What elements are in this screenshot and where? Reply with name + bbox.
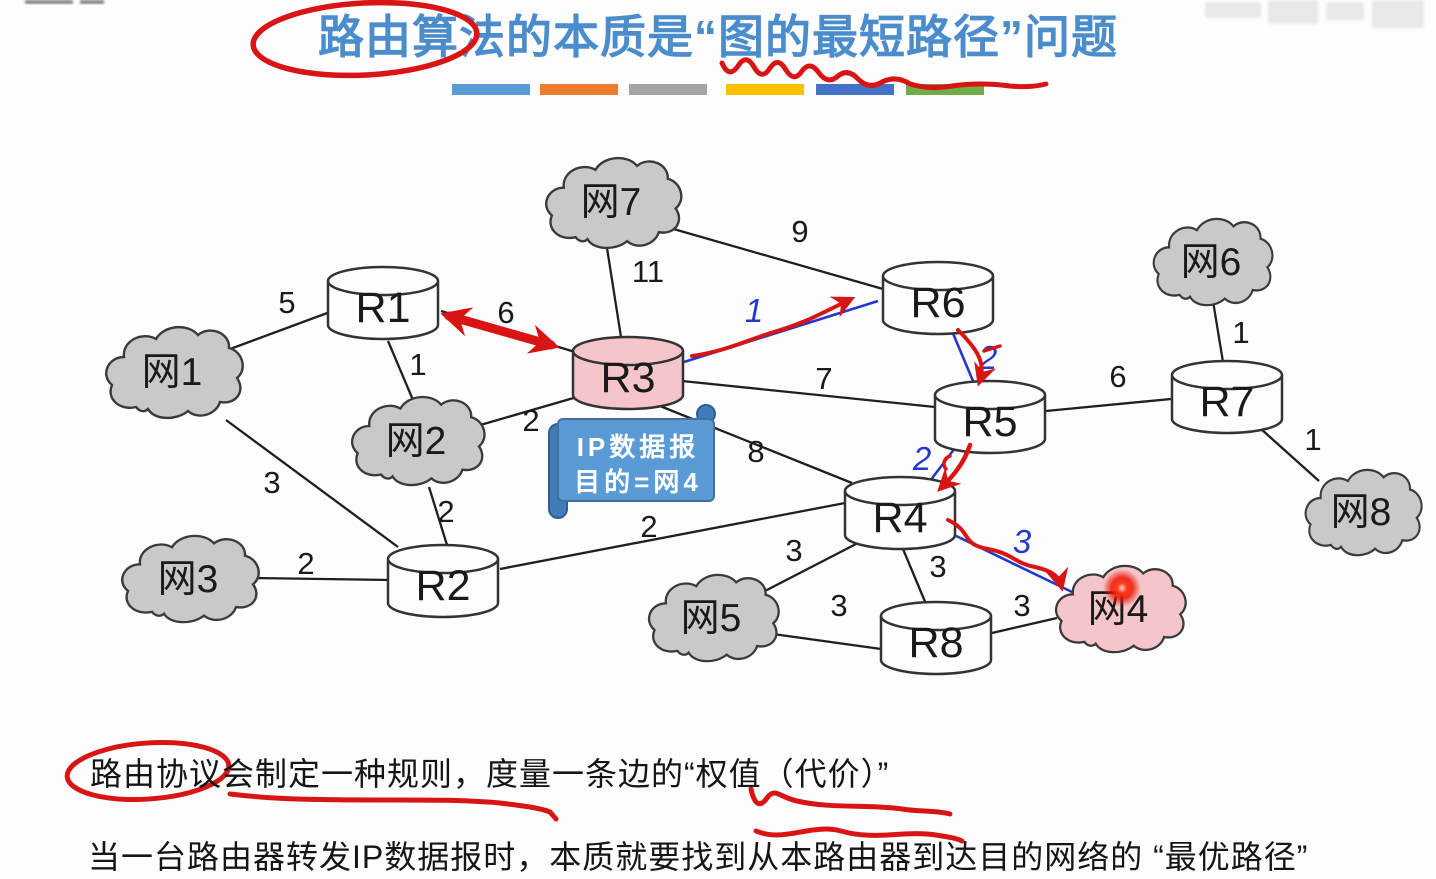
edge-weight: 3 <box>1013 588 1030 623</box>
red-circle-note <box>64 740 232 802</box>
edge-weight: 3 <box>263 465 280 500</box>
edge-weight: 1 <box>409 347 426 382</box>
edge-weight: 5 <box>278 285 295 320</box>
edge-r1-net2 <box>386 340 415 401</box>
edge-weight: 2 <box>522 403 539 438</box>
banner-body <box>557 418 715 502</box>
edge-weight: 3 <box>929 549 946 584</box>
edge-net1-r2 <box>225 419 399 548</box>
edge-weight: 1 <box>1304 422 1321 457</box>
node-label-r5: R5 <box>963 398 1018 446</box>
router-labels: R1 R6 R3 R5 R7 R4 R2 R8 <box>356 279 1255 667</box>
red-arrow-r6-r5 <box>956 328 996 387</box>
path-weight: 2 <box>912 440 931 477</box>
edge-weight: 3 <box>830 588 847 623</box>
red-arrow-r3-r6 <box>690 296 856 358</box>
edge-r3-net2 <box>469 395 578 430</box>
banner-text-2: 目的=网4 <box>574 467 702 497</box>
edge-weight: 9 <box>791 214 808 249</box>
node-label-r8: R8 <box>909 619 964 667</box>
red-circle-title <box>250 0 480 79</box>
red-annotations <box>64 0 1141 844</box>
edge-r8-net4 <box>991 616 1058 635</box>
edge-r7-net8 <box>1260 428 1320 482</box>
edge-weight: 6 <box>497 295 514 330</box>
node-label-net8: 网8 <box>1331 491 1392 534</box>
red-squiggle-title <box>719 57 1049 91</box>
node-label-r6: R6 <box>911 279 966 327</box>
node-label-net7: 网7 <box>581 181 642 224</box>
node-label-r2: R2 <box>416 562 471 610</box>
edge-weight: 11 <box>632 254 664 289</box>
edge-net6-r7 <box>1211 300 1225 363</box>
node-label-net5: 网5 <box>681 597 742 640</box>
accent-bar-2 <box>540 84 618 95</box>
node-label-r4: R4 <box>873 494 928 542</box>
edge-net1-r1 <box>221 310 331 354</box>
node-label-r1: R1 <box>356 284 411 332</box>
path-weight: 3 <box>1013 523 1032 560</box>
accent-bar-4 <box>726 84 804 95</box>
edge-r3-r5 <box>681 379 936 409</box>
edge-r5-r7 <box>1045 397 1172 413</box>
watermark-smudge <box>1205 0 1424 28</box>
edge-net2-r2 <box>427 486 449 546</box>
edge-weight: 3 <box>785 533 802 568</box>
accent-bar-3 <box>629 84 707 95</box>
edge-weight: 2 <box>437 494 454 529</box>
note-line-2: 当一台路由器转发IP数据报时，本质就要找到从本路由器到达目的网络的 “最优路径” <box>88 839 1308 875</box>
node-label-r3: R3 <box>601 354 656 402</box>
red-arrow-r4-net4 <box>946 518 1069 592</box>
node-label-net2: 网2 <box>386 420 447 463</box>
red-tick-r6-r5 <box>982 344 1002 353</box>
laser-dot <box>1103 569 1141 607</box>
node-label-net6: 网6 <box>1181 241 1242 284</box>
edge-r2-r4 <box>499 501 846 571</box>
node-label-net1: 网1 <box>142 351 203 394</box>
red-arrow-r5-r4 <box>937 442 973 492</box>
accent-bar-5 <box>816 84 894 95</box>
red-arrow-r3-r1 <box>440 307 560 354</box>
red-underline-note <box>227 791 559 822</box>
accent-bar-1 <box>452 84 530 95</box>
edge-weight: 7 <box>815 361 832 396</box>
red-hook-r5-r4 <box>942 454 952 471</box>
graph-edges <box>221 226 1320 651</box>
path-line-r6-r5 <box>950 330 975 382</box>
edge-r4-net5 <box>762 542 857 594</box>
edge-net3-r2 <box>252 576 389 582</box>
edge-r4-r8 <box>901 548 928 605</box>
top-left-smudge <box>25 0 104 4</box>
accent-bars <box>452 84 984 95</box>
note-line-1: 路由协议会制定一种规则，度量一条边的“权值（代价）” <box>90 756 889 792</box>
node-label-net3: 网3 <box>158 558 219 601</box>
edge-weight: 1 <box>1232 315 1249 350</box>
red-squiggle-weight-1 <box>748 786 953 817</box>
edge-net5-r8 <box>772 632 882 651</box>
edge-weight: 8 <box>747 434 764 469</box>
ip-banner: IP数据报 目的=网4 <box>548 404 716 519</box>
edge-weight: 6 <box>1109 359 1126 394</box>
node-label-r7: R7 <box>1200 378 1255 426</box>
path-weight: 1 <box>745 292 763 329</box>
banner-text-1: IP数据报 <box>577 432 700 462</box>
red-squiggle-weight-2 <box>753 826 965 844</box>
edge-weight: 2 <box>640 509 657 544</box>
page-title: 路由算法的本质是“图的最短路径”问题 <box>318 11 1118 63</box>
edge-net7-r6 <box>669 226 884 291</box>
cloud-labels: 网1 网2 网7 网3 网5 网6 网8 网4 <box>142 181 1392 640</box>
edge-net7-r3 <box>605 247 623 338</box>
edge-weight: 2 <box>297 546 314 581</box>
